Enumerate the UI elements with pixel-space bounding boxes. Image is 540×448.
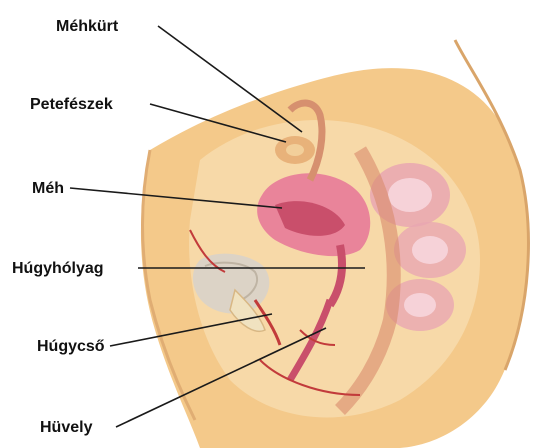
label-mehkurt: Méhkürt [56,18,119,35]
label-hugyholyag: Húgyhólyag [12,260,104,277]
label-petefeszek: Petefészek [30,96,113,113]
intestine-loop-inner [412,236,448,264]
label-meh: Méh [32,180,64,197]
intestine-loop-inner [404,293,436,317]
ovary-shape-inner [286,144,304,156]
intestine-loop-inner [388,178,432,212]
label-hugycso: Húgycső [37,338,105,355]
label-huvely: Hüvely [40,419,93,436]
